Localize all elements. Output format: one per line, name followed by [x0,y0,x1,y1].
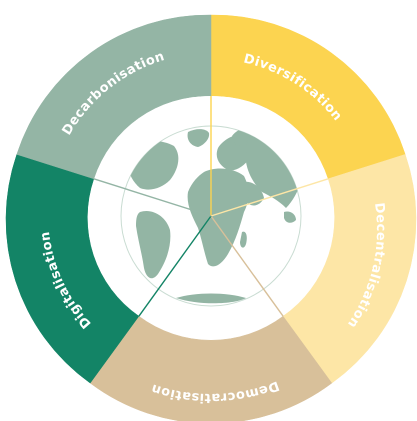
divider-line-decentralisation [210,178,329,217]
divider-line-democratisation [210,215,284,317]
southeast-asia-landmass [284,211,296,223]
madagascar-landmass [240,231,247,248]
divider-lines [93,96,329,317]
divider-line-decarbonisation [93,178,212,217]
segment-decentralisation[interactable] [282,154,417,384]
segment-digitalisation[interactable] [5,154,140,384]
africa-landmass [187,168,249,267]
greenland-landmass [187,129,210,147]
segments [5,14,417,421]
antarctica-landmass [176,293,246,304]
segment-democratisation[interactable] [89,315,333,421]
segment-diversification[interactable] [210,14,406,180]
divider-line-digitalisation [138,215,212,317]
south-america-landmass [136,210,171,279]
segment-decarbonisation[interactable] [16,14,212,180]
